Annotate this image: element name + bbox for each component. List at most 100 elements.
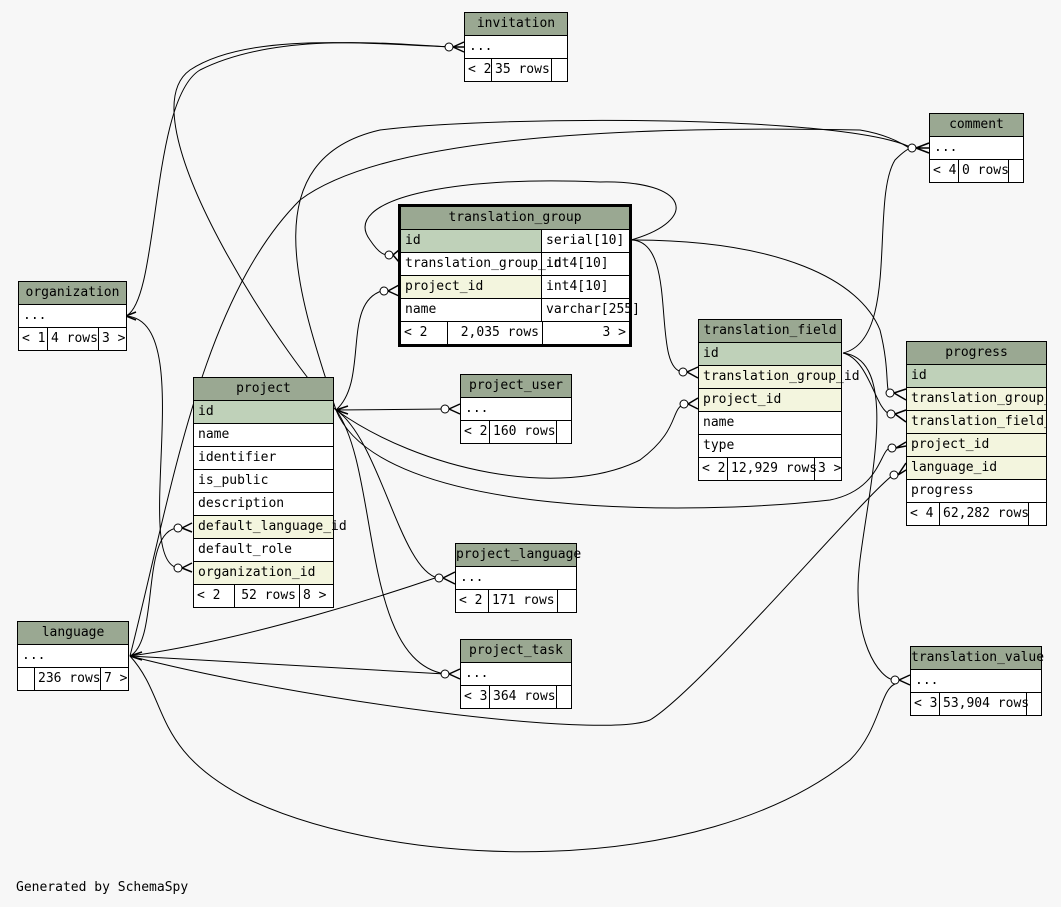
edge-marker [886, 409, 896, 419]
edge-tf-tv [842, 352, 896, 681]
table-project-language[interactable]: project_language ... < 2 171 rows [455, 543, 581, 613]
parents-link[interactable]: < 2 [404, 325, 428, 340]
edge-marker [440, 669, 450, 679]
row-count: 53,904 rows [939, 693, 1029, 715]
parents-link[interactable]: < 3 [464, 689, 488, 704]
table-header[interactable]: project_user [461, 375, 571, 397]
children-link[interactable] [556, 421, 571, 443]
edge-org-project [125, 315, 179, 569]
table-header[interactable]: invitation [465, 13, 567, 35]
parents-link[interactable]: < 2 [468, 62, 492, 77]
column-row: id [907, 364, 1046, 387]
parents-link[interactable]: < 2 [197, 588, 221, 603]
edge-lang-pt [129, 655, 446, 675]
edge-tg-tf [630, 239, 684, 373]
column-row: default_language_id [194, 515, 347, 538]
table-ellipsis: ... [465, 35, 567, 58]
table-translation-value[interactable]: translation_value ... < 3 53,904 rows [910, 646, 1044, 716]
row-count: 160 rows [489, 421, 556, 443]
children-link[interactable] [1008, 160, 1023, 182]
edge-tg-progress [630, 239, 891, 394]
table-translation-field[interactable]: translation_field id translation_group_i… [698, 319, 860, 481]
children-link[interactable] [1028, 503, 1046, 525]
parents-link[interactable]: < 4 [910, 506, 934, 521]
column-row: project_id [699, 388, 841, 411]
children-link[interactable]: 3 > [814, 458, 841, 480]
table-header[interactable]: project_task [461, 640, 571, 662]
children-link[interactable] [556, 686, 571, 708]
column-name: translation_group_id [401, 253, 562, 275]
column-row: language_id [907, 456, 1046, 479]
children-link[interactable] [557, 590, 576, 612]
table-language[interactable]: language ... 236 rows 7 > [17, 621, 129, 691]
edge-marker [173, 563, 183, 573]
edge-marker [889, 470, 899, 480]
row-count: 2,035 rows [447, 322, 542, 344]
table-progress[interactable]: progress id translation_group_id transla… [906, 341, 1047, 526]
parents-link[interactable]: < 4 [933, 163, 957, 178]
column-name: name [401, 299, 542, 321]
children-link[interactable]: 3 > [98, 328, 126, 350]
edge-lang-tv [129, 655, 896, 853]
children-link[interactable]: 8 > [299, 585, 333, 607]
column-row: is_public [194, 469, 333, 492]
table-header[interactable]: language [18, 622, 128, 644]
table-header[interactable]: translation_group [401, 207, 629, 229]
edge-marker [885, 388, 895, 398]
column-type: int4[10] [546, 279, 609, 294]
table-ellipsis: ... [911, 669, 1041, 692]
edge-tg-self [364, 180, 677, 256]
parents-link[interactable]: < 2 [459, 593, 483, 608]
children-link[interactable] [1026, 693, 1041, 715]
column-row: default_role [194, 538, 333, 561]
edge-marker [434, 573, 444, 583]
table-project-task[interactable]: project_task ... < 3 364 rows [460, 639, 572, 709]
edge-marker [890, 675, 900, 685]
table-header[interactable]: progress [907, 342, 1046, 364]
children-link[interactable] [551, 59, 567, 81]
table-header[interactable]: organization [19, 282, 126, 304]
table-translation-group[interactable]: translation_group id serial[10] translat… [398, 204, 640, 347]
table-header[interactable]: project_language [456, 544, 581, 566]
edge-marker [444, 42, 454, 52]
table-comment[interactable]: comment ... < 4 0 rows [929, 113, 1024, 183]
parents-link[interactable]: < 2 [702, 461, 726, 476]
table-header[interactable]: translation_value [911, 647, 1044, 669]
column-row: translation_group_id int4[10] [401, 252, 629, 275]
row-count: 12,929 rows [727, 458, 817, 480]
table-header[interactable]: comment [930, 114, 1023, 136]
row-count: 62,282 rows [939, 503, 1029, 525]
parents-link[interactable]: < 1 [22, 331, 46, 346]
table-ellipsis: ... [461, 397, 571, 420]
row-count: 52 rows [234, 585, 299, 607]
table-project-user[interactable]: project_user ... < 2 160 rows [460, 374, 572, 444]
table-ellipsis: ... [456, 566, 576, 589]
row-count: 171 rows [488, 590, 557, 612]
table-header[interactable]: project [194, 378, 333, 400]
table-ellipsis: ... [930, 136, 1023, 159]
row-count: 364 rows [489, 686, 556, 708]
column-row: name [699, 411, 841, 434]
edge-project-comment [295, 119, 913, 411]
children-link[interactable]: 7 > [100, 668, 128, 690]
table-organization[interactable]: organization ... < 1 4 rows 3 > [18, 281, 127, 351]
edge-project-progress [335, 409, 891, 509]
table-ellipsis: ... [19, 304, 126, 327]
parents-link[interactable] [18, 668, 34, 690]
edge-marker [887, 443, 897, 453]
row-count: 236 rows [34, 668, 101, 690]
edge-lang-project [129, 527, 179, 657]
parents-link[interactable]: < 2 [464, 424, 488, 439]
row-count: 0 rows [958, 160, 1009, 182]
table-invitation[interactable]: invitation ... < 2 35 rows [464, 12, 568, 82]
column-row: translation_group_id [907, 387, 1046, 410]
edge-tf-progress [842, 352, 891, 415]
children-link[interactable]: 3 > [542, 322, 629, 344]
column-row: id [699, 342, 841, 365]
column-row: name varchar[255] [401, 298, 640, 321]
column-row: progress [907, 479, 1046, 502]
table-project[interactable]: project id name identifier is_public des… [193, 377, 347, 608]
table-header[interactable]: translation_field [699, 320, 841, 342]
column-row: identifier [194, 446, 333, 469]
parents-link[interactable]: < 3 [914, 696, 938, 711]
